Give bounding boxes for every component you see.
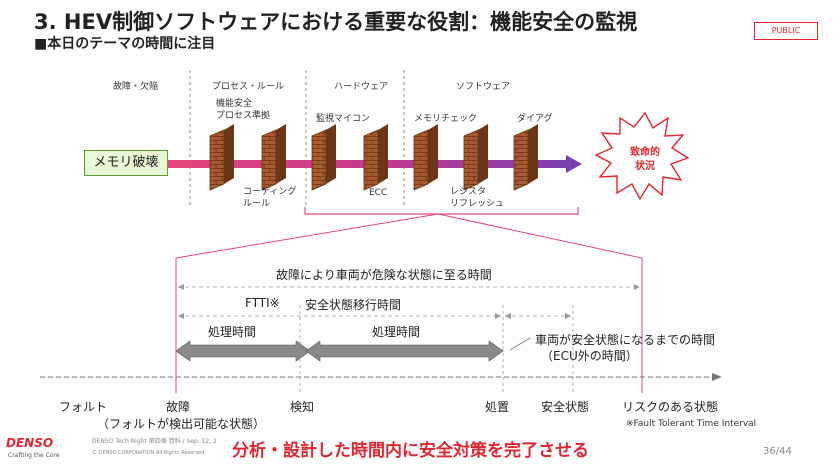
fatal-label: 致命的 状況 xyxy=(630,147,660,172)
denso-logo: DENSO xyxy=(6,436,54,450)
axis-risk-state: リスクのある状態 xyxy=(622,400,719,414)
barrier-ecc: ECC xyxy=(369,188,388,198)
category-process: プロセス・ルール xyxy=(212,82,285,92)
brick-wall-6 xyxy=(478,124,488,184)
axis-failure-sub: （フォルトが検出可能な状態） xyxy=(97,417,266,431)
public-badge: PUBLIC xyxy=(754,22,818,40)
timeline-guides xyxy=(175,258,643,393)
ftti-label: FTTI※ xyxy=(245,296,280,310)
barrier-register-refresh: レジスタ リフレッシュ xyxy=(450,187,505,209)
vehicle-safe-time: 車両が安全状態になるまでの時間 xyxy=(535,333,716,347)
brick-wall-3 xyxy=(326,124,336,184)
barrier-monitor-mcu: 監視マイコン xyxy=(316,114,371,124)
span-arrows xyxy=(178,286,640,317)
footer-copyright: © DENSO CORPORATION All Rights Reserved. xyxy=(92,450,206,456)
brick-wall-1 xyxy=(224,124,234,184)
funnel-left xyxy=(175,213,439,259)
brick-walls xyxy=(209,124,538,191)
category-software: ソフトウェア xyxy=(456,82,511,92)
axis-fault: フォルト xyxy=(59,400,108,414)
axis-safe-state: 安全状態 xyxy=(541,400,590,414)
funnel-right xyxy=(437,213,643,259)
time-axis xyxy=(40,373,722,381)
span-fault-to-danger: 故障により車両が危険な状態に至る時間 xyxy=(276,268,492,282)
brick-wall-7 xyxy=(528,124,538,184)
processing-time-1: 処理時間 xyxy=(208,325,257,339)
brick-wall-4 xyxy=(378,124,388,184)
software-bracket xyxy=(304,207,579,215)
processing-arrow-2 xyxy=(305,340,504,362)
axis-detect: 検知 xyxy=(290,400,315,414)
brick-wall-5 xyxy=(428,124,438,184)
footer-meta: DENSO Tech Night 第四弾 資料 / Sep. 12, 2 xyxy=(92,438,217,445)
barrier-func-safety: 機能安全 プロセス準拠 xyxy=(216,99,271,121)
barrier-coding-rule: コーディング ルール xyxy=(243,187,297,209)
processing-time-2: 処理時間 xyxy=(372,325,421,339)
barrier-diag: ダイアグ xyxy=(517,114,553,124)
axis-action: 処置 xyxy=(485,400,510,414)
brick-wall-2 xyxy=(276,124,286,184)
barrier-memory-check: メモリチェック xyxy=(414,114,478,124)
fatal-burst xyxy=(594,111,690,201)
processing-arrow-1 xyxy=(175,340,311,362)
category-fault: 故障・欠陥 xyxy=(113,82,159,92)
span-safe-transition: 安全状態移行時間 xyxy=(305,298,402,312)
page-number: 36/44 xyxy=(763,446,792,457)
callout-line xyxy=(509,337,531,351)
memory-corruption-box: メモリ破壊 xyxy=(84,150,168,176)
category-separators xyxy=(189,70,405,205)
axis-failure: 故障 xyxy=(166,400,191,414)
page-title: 3. HEV制御ソフトウェアにおける重要な役割：機能安全の監視 xyxy=(34,10,638,34)
outside-ecu-time: （ECU外の時間） xyxy=(541,349,638,363)
slogan: 分析・設計した時間内に安全対策を完了させる xyxy=(232,441,589,461)
category-hardware: ハードウェア xyxy=(334,82,389,92)
footnote-ftti: ※Fault Tolerant Time Interval xyxy=(626,419,757,429)
logo-tagline: Crafting the Core xyxy=(8,452,60,459)
page-subtitle: ■本日のテーマの時間に注目 xyxy=(34,36,216,52)
